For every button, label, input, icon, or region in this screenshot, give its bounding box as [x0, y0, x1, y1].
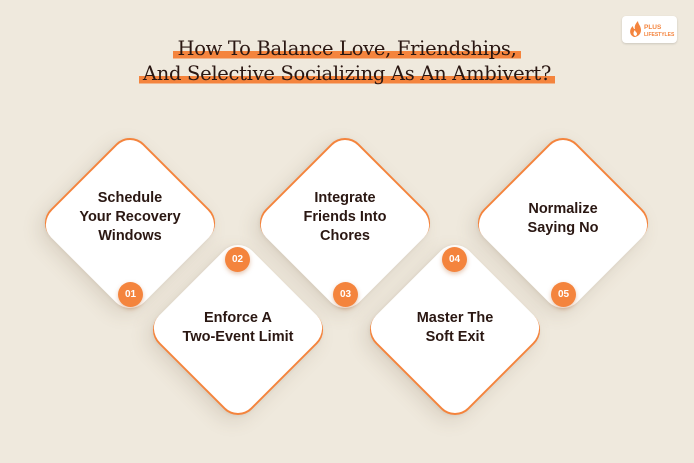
step-4-badge: 04	[442, 247, 467, 272]
step-2-badge: 02	[225, 247, 250, 272]
svg-text:PLUS: PLUS	[644, 24, 662, 31]
step-3-label: Integrate Friends Into Chores	[303, 190, 387, 244]
step-4-label: Master The Soft Exit	[416, 310, 494, 345]
step-5-label: Normalize Saying No	[527, 201, 599, 236]
step-5-badge: 05	[551, 282, 576, 307]
step-1-badge: 01	[118, 282, 143, 307]
step-3-badge: 03	[333, 282, 358, 307]
title-line-2: And Selective Socializing As An Ambivert…	[138, 63, 556, 85]
step-2-label: Enforce A Two-Event Limit	[182, 310, 294, 345]
logo-flame-icon: PLUS LIFESTYLES	[630, 21, 675, 38]
page-title: How To Balance Love, Friendships, And Se…	[0, 38, 694, 88]
plus-lifestyles-logo: PLUS LIFESTYLES	[622, 16, 677, 43]
step-1-label: Schedule Your Recovery Windows	[79, 190, 181, 244]
title-line-1: How To Balance Love, Friendships,	[173, 38, 521, 60]
svg-text:LIFESTYLES: LIFESTYLES	[644, 32, 675, 38]
